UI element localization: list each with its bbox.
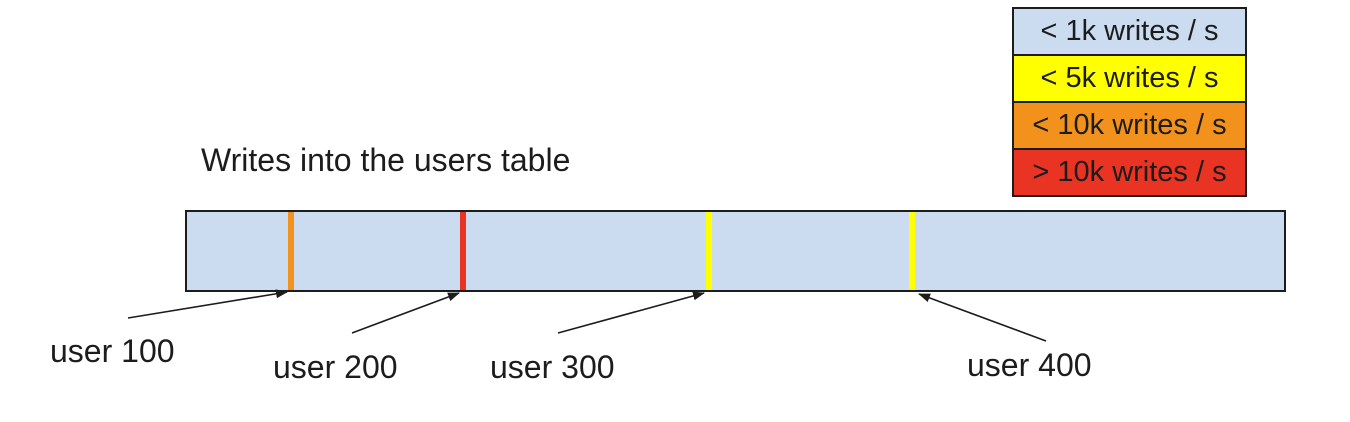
user-label-400: user 400 [967, 347, 1092, 383]
arrow-user-100 [127, 289, 288, 319]
write-hotspot-stripe-user-100 [288, 212, 295, 290]
diagram-title: Writes into the users table [201, 142, 571, 178]
legend-item-label: < 10k writes / s [1032, 109, 1227, 141]
user-label-200: user 200 [273, 349, 398, 385]
legend: < 1k writes / s < 5k writes / s < 10k wr… [1012, 7, 1247, 197]
user-label-100: user 100 [50, 333, 175, 369]
legend-item-label: < 1k writes / s [1040, 15, 1219, 47]
legend-item-gt-10k: > 10k writes / s [1014, 150, 1245, 195]
users-table-bar [185, 210, 1286, 292]
write-hotspot-stripe-user-400 [909, 212, 916, 290]
user-label-300: user 300 [490, 349, 615, 385]
legend-item-lt-5k: < 5k writes / s [1014, 56, 1245, 103]
write-hotspot-stripe-user-300 [706, 212, 713, 290]
arrow-user-400 [918, 293, 1047, 342]
legend-item-lt-10k: < 10k writes / s [1014, 103, 1245, 150]
arrow-user-200 [351, 292, 460, 334]
write-hotspot-stripe-user-200 [460, 212, 467, 290]
legend-item-lt-1k: < 1k writes / s [1014, 9, 1245, 56]
arrow-user-300 [557, 291, 705, 334]
legend-item-label: > 10k writes / s [1032, 156, 1227, 188]
legend-item-label: < 5k writes / s [1040, 62, 1219, 94]
